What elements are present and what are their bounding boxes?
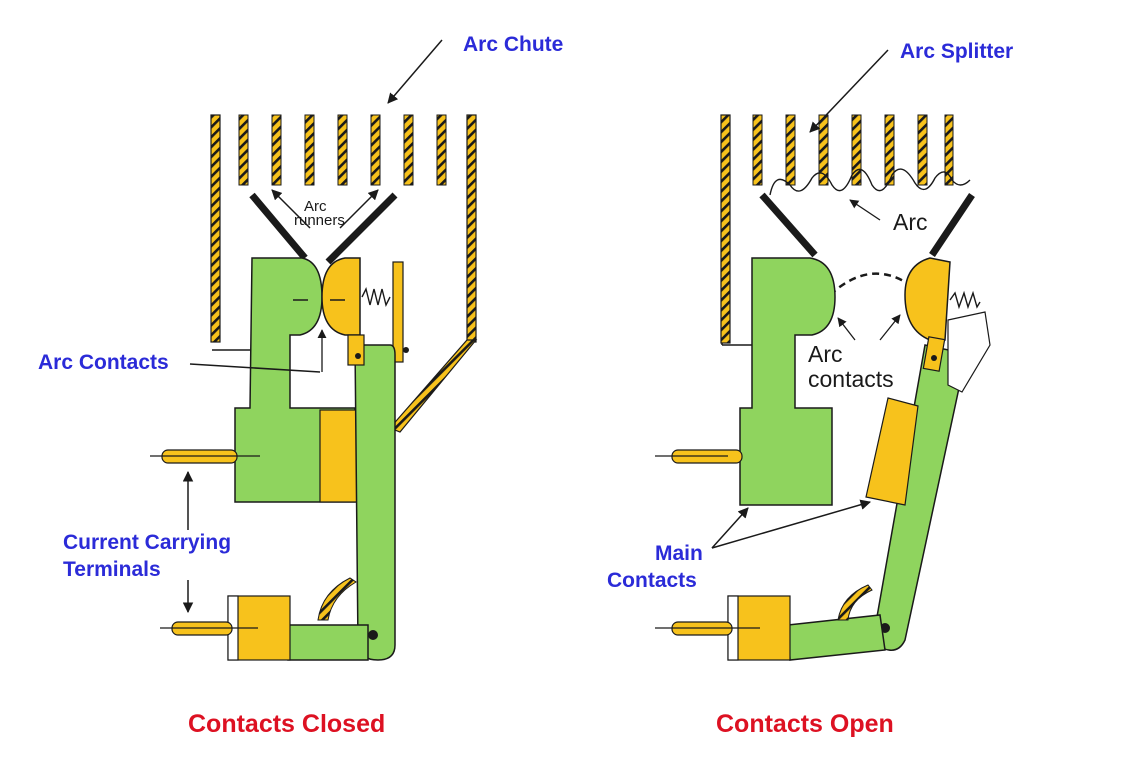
pivot-icon <box>368 630 378 640</box>
arc-contacts-label: Arc Contacts <box>38 351 169 374</box>
fixed-contact-open <box>739 257 836 506</box>
terminal-upper-open <box>655 449 743 464</box>
arc-label: Arc <box>893 209 928 235</box>
arrow-icon <box>711 507 749 549</box>
arc-runners <box>249 189 398 265</box>
caption-open: Contacts Open <box>716 710 894 738</box>
terminal-upper-closed <box>150 449 260 464</box>
pivot-icon <box>355 353 361 359</box>
moving-arc-contact-closed <box>321 257 361 336</box>
current-carrying-label-line2: Terminals <box>63 558 161 581</box>
arrow-icon <box>809 49 889 133</box>
caption-closed: Contacts Closed <box>188 710 385 738</box>
arrow-icon <box>189 363 321 373</box>
arc-wave <box>769 168 971 196</box>
arc-runners-label-line2: runners <box>294 212 345 229</box>
arc-contacts-inner-line1: Arc <box>808 341 843 367</box>
terminal-lower-closed <box>160 621 258 636</box>
moving-lever-closed <box>354 344 396 661</box>
arc-contacts-inner-line2: contacts <box>808 366 894 392</box>
main-contacts-label-line1: Main <box>655 542 703 565</box>
spring-icon <box>361 286 391 308</box>
spring-icon <box>949 290 981 310</box>
arc-chute-label: Arc Chute <box>463 33 563 56</box>
moving-arc-contact-open <box>904 257 951 341</box>
current-carrying-label-line1: Current Carrying <box>63 531 231 554</box>
main-contacts-label-line2: Contacts <box>607 569 697 592</box>
open-diagram: Arc Splitter Arc Arc contacts Main Conta… <box>607 40 1013 738</box>
arrow-icon <box>387 39 443 104</box>
terminal-lower-open <box>655 621 760 636</box>
arc-runners-label-line1: Arc <box>304 198 327 215</box>
arc-chute <box>210 114 478 433</box>
pivot-icon <box>931 355 937 361</box>
arc-splitter-chute <box>720 114 954 346</box>
arrow-icon <box>711 499 872 549</box>
closed-diagram: Arc Chute Arc Contacts Current Carrying … <box>38 33 563 738</box>
arc-splitter-label: Arc Splitter <box>900 40 1013 63</box>
